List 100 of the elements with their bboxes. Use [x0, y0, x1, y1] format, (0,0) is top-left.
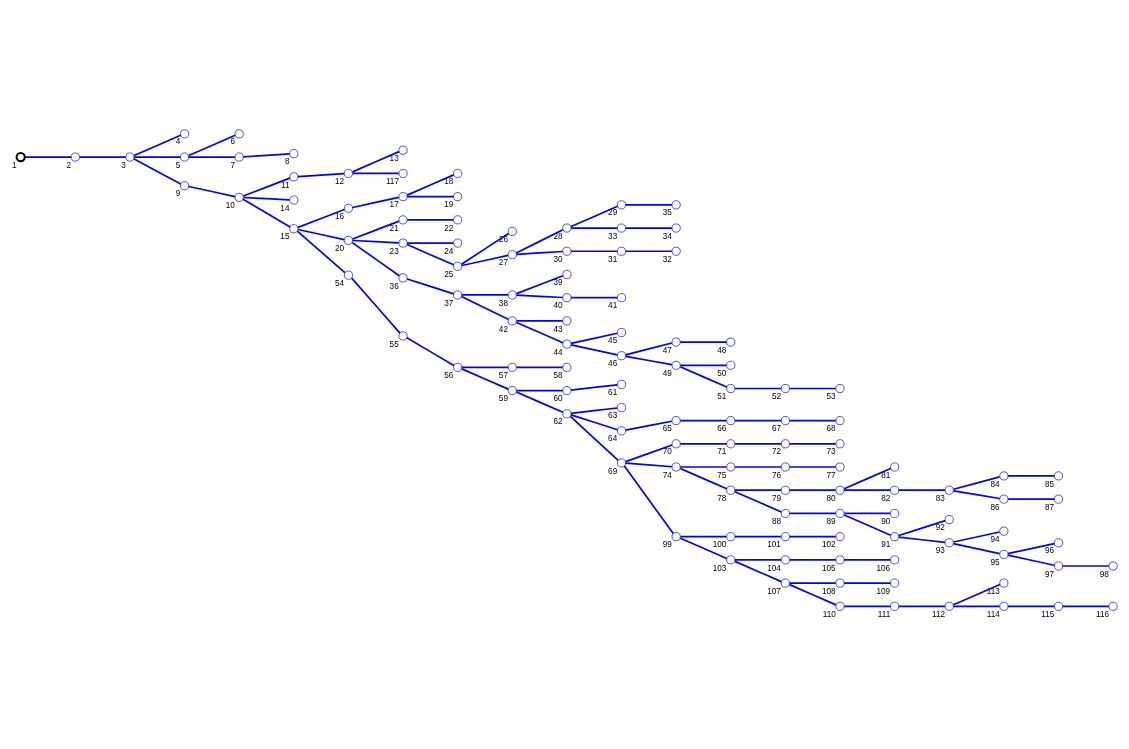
node-circle [835, 462, 845, 472]
connector [624, 462, 673, 468]
node-circle [180, 152, 189, 162]
node-circle [835, 439, 845, 449]
connector [679, 365, 728, 388]
node-circle [507, 227, 517, 236]
node-circle [726, 485, 736, 495]
node-circle [671, 462, 681, 472]
node-circle [180, 129, 189, 139]
node-circle [890, 485, 900, 495]
node-circle [562, 362, 572, 372]
connector [952, 476, 1001, 491]
node-circle [234, 192, 244, 202]
connector [351, 220, 400, 240]
connector [570, 383, 619, 391]
node-circle [780, 462, 790, 472]
connector [843, 514, 892, 537]
connector [515, 366, 564, 369]
connector [734, 419, 782, 422]
connector [132, 157, 182, 185]
node-circle [289, 172, 299, 182]
connector [679, 537, 728, 560]
node-circle [398, 145, 408, 155]
connector [1061, 605, 1110, 608]
node-circle [780, 532, 790, 542]
node-circle [726, 384, 736, 393]
node-circle [944, 485, 954, 495]
node-circle [562, 409, 572, 419]
node-circle [453, 215, 463, 225]
connector [897, 536, 946, 544]
node-circle [343, 235, 353, 245]
connector [242, 198, 291, 228]
node-circle [999, 601, 1009, 611]
node-circle [835, 485, 845, 495]
connector [952, 531, 1001, 543]
connector [624, 420, 673, 431]
node-circle [671, 360, 681, 370]
node-circle [1054, 471, 1063, 481]
connector [734, 466, 782, 468]
node-circle [726, 337, 736, 347]
connector [1061, 565, 1110, 567]
node-circle [617, 458, 626, 468]
connector [570, 227, 619, 229]
node-circle [398, 192, 408, 202]
connector [843, 582, 892, 584]
connector [460, 295, 510, 321]
node-circle [726, 532, 736, 542]
node-circle [890, 555, 900, 565]
node-circle [835, 578, 845, 588]
node-circle [890, 462, 900, 472]
node-circle [562, 339, 572, 349]
node-circle [1054, 538, 1063, 548]
connector [133, 156, 182, 158]
node-circle [562, 386, 572, 395]
node-circle [835, 416, 845, 425]
node-circle [726, 360, 736, 370]
connector [679, 364, 728, 367]
connector [296, 230, 346, 274]
node-circle [562, 246, 572, 256]
connector [788, 387, 837, 390]
connector [570, 296, 619, 299]
connector [460, 368, 510, 390]
node-circle [234, 152, 244, 162]
node-circle [617, 379, 626, 389]
connector [1007, 475, 1056, 477]
node-circle [343, 203, 353, 213]
connector [679, 442, 728, 445]
node-circle [398, 273, 408, 283]
node-circle [398, 169, 408, 178]
node-circle [507, 290, 517, 300]
node-circle [671, 246, 681, 256]
connector [679, 466, 728, 468]
connector [570, 344, 619, 356]
connector [788, 559, 837, 561]
connector [242, 196, 291, 201]
connector [788, 466, 837, 468]
node-circle [1054, 494, 1063, 504]
node-circle [726, 462, 736, 472]
connector [24, 156, 72, 158]
node-circle [398, 331, 408, 341]
connector [679, 535, 728, 538]
connector [952, 583, 1001, 606]
connector [788, 442, 837, 445]
connector [734, 442, 782, 445]
connector [133, 134, 182, 157]
node-circle [671, 223, 681, 233]
node-circle [289, 224, 299, 234]
connector [515, 274, 564, 295]
node-circle [999, 578, 1009, 588]
connector [788, 512, 837, 515]
node-cross [15, 151, 26, 163]
connector [569, 415, 620, 462]
node-circle [1054, 601, 1063, 611]
node-circle [343, 270, 353, 280]
node-circle [507, 362, 517, 372]
connector [624, 250, 673, 253]
node-circle [671, 200, 681, 210]
node-circle [671, 337, 681, 347]
connector [406, 219, 455, 221]
connector [406, 243, 455, 266]
